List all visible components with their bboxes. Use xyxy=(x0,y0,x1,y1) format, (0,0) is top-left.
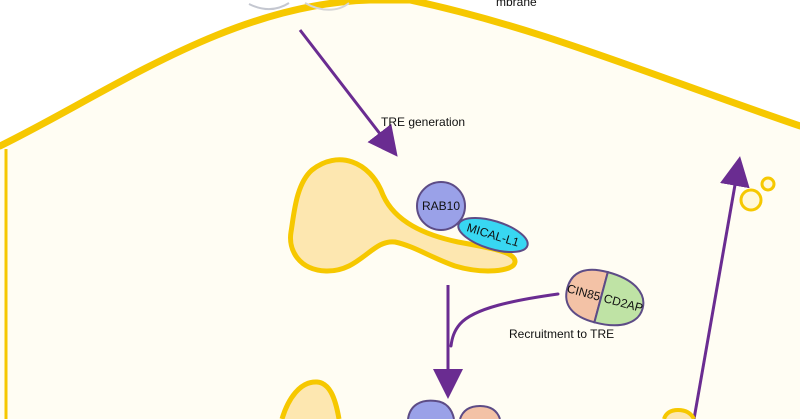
lower-organelle-partial xyxy=(279,379,342,419)
lower-cin85-partial xyxy=(459,404,501,419)
top-left-faint-vesicle xyxy=(248,2,290,11)
tre-generation-arrow xyxy=(298,29,398,157)
vesicle-large xyxy=(739,188,763,212)
recruitment-curve xyxy=(449,292,560,348)
rab10-node xyxy=(416,181,466,231)
cd2ap-node xyxy=(593,270,645,327)
lower-rab10-partial xyxy=(407,399,455,419)
membrane-label-partial: mbrane xyxy=(496,0,537,9)
cell-membrane xyxy=(0,0,800,150)
upward-arrow xyxy=(692,156,750,419)
tre-organelle xyxy=(288,157,518,274)
rab10-label: RAB10 xyxy=(422,199,460,213)
cin85-cd2ap-complex: CIN85 CD2AP xyxy=(565,268,645,327)
top-right-faint-vesicle xyxy=(304,2,350,11)
vesicle-small xyxy=(760,176,776,192)
tre-generation-label: TRE generation xyxy=(381,115,465,129)
recruitment-label: Recruitment to TRE xyxy=(509,327,614,341)
mical-l1-node xyxy=(457,216,529,254)
lower-right-membrane-fragment xyxy=(662,407,696,419)
